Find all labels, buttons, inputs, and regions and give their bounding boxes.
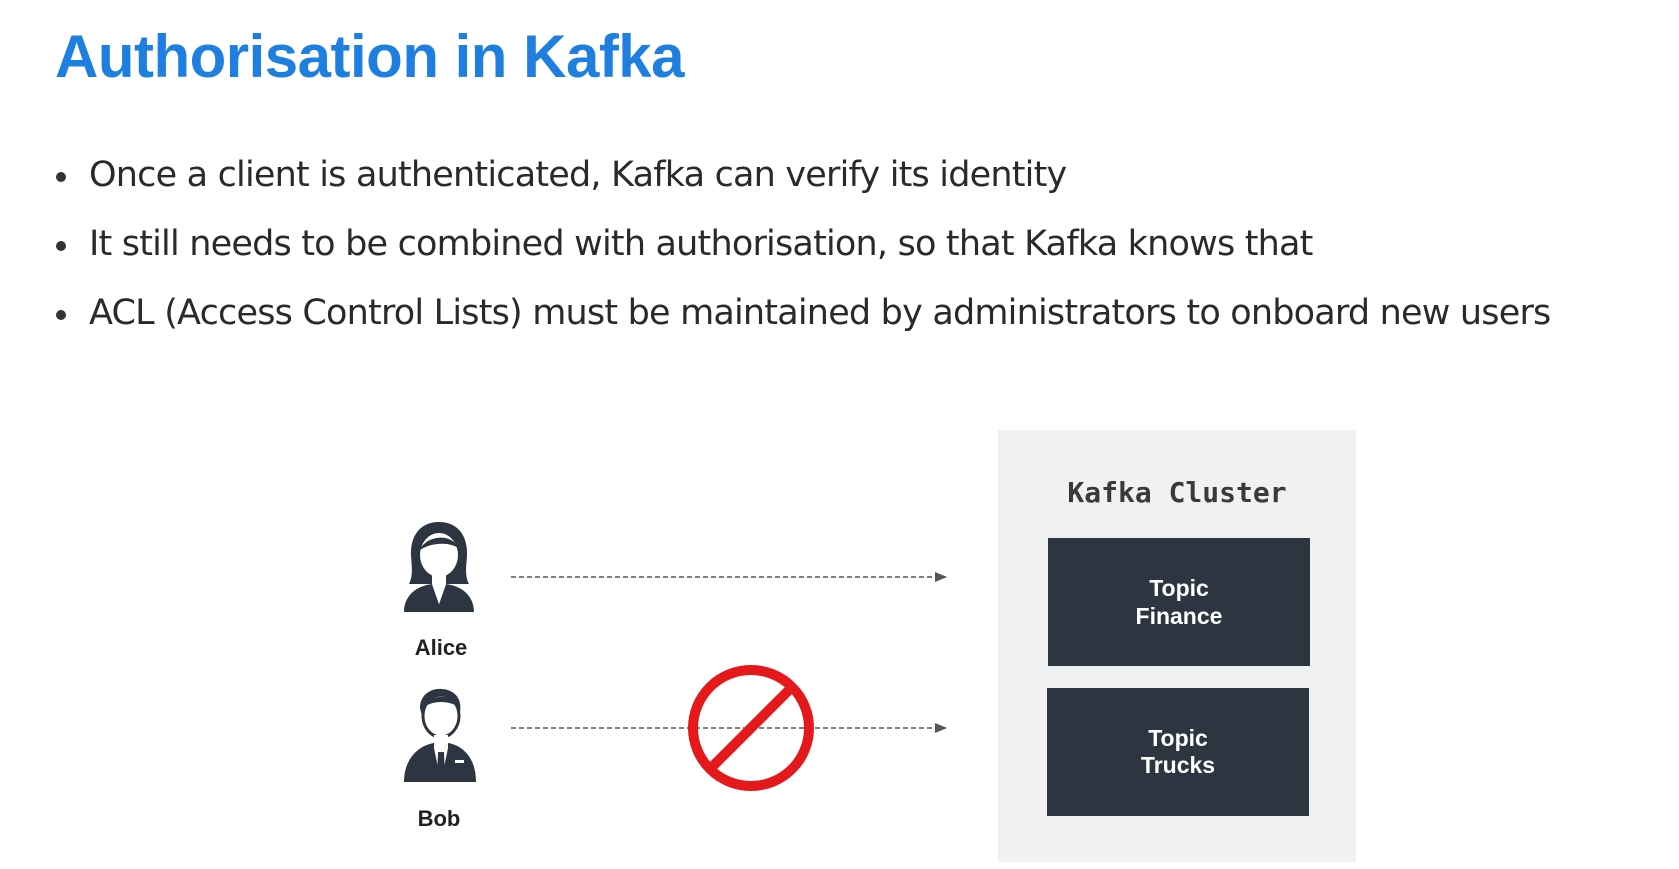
user-bob: Bob: [404, 665, 947, 831]
bullet-item: ACL (Access Control Lists) must be maint…: [52, 293, 1551, 362]
slide-title: Authorisation in Kafka: [55, 23, 685, 90]
bullet-text: Once a client is authenticated, Kafka ca…: [89, 155, 1067, 195]
topic-box: [1048, 538, 1310, 666]
bullet-text: ACL (Access Control Lists) must be maint…: [89, 293, 1551, 333]
topic-title: Topic: [1149, 575, 1209, 601]
bullet-text: It still needs to be combined with autho…: [89, 224, 1313, 264]
user-name: Alice: [415, 635, 468, 660]
businesswoman-icon: [404, 522, 474, 612]
user-name: Bob: [418, 806, 461, 831]
kafka-cluster: Kafka Cluster Topic Finance Topic Trucks: [998, 430, 1356, 862]
businessman-icon: [404, 688, 476, 782]
topic-box: [1047, 688, 1309, 816]
bullet-dot-icon: [56, 241, 66, 251]
topic-trucks: Topic Trucks: [1047, 688, 1309, 816]
topic-name: Trucks: [1141, 752, 1215, 778]
topic-title: Topic: [1148, 725, 1208, 751]
cluster-label: Kafka Cluster: [1067, 476, 1286, 509]
prohibited-icon: [688, 665, 814, 791]
bullet-item: Once a client is authenticated, Kafka ca…: [52, 155, 1551, 224]
bullet-dot-icon: [56, 310, 66, 320]
topic-name: Finance: [1136, 603, 1223, 629]
user-alice: Alice: [404, 522, 947, 660]
bullet-item: It still needs to be combined with autho…: [52, 224, 1551, 293]
topic-finance: Topic Finance: [1048, 538, 1310, 666]
bullet-list: Once a client is authenticated, Kafka ca…: [52, 155, 1551, 362]
bullet-dot-icon: [56, 172, 66, 182]
